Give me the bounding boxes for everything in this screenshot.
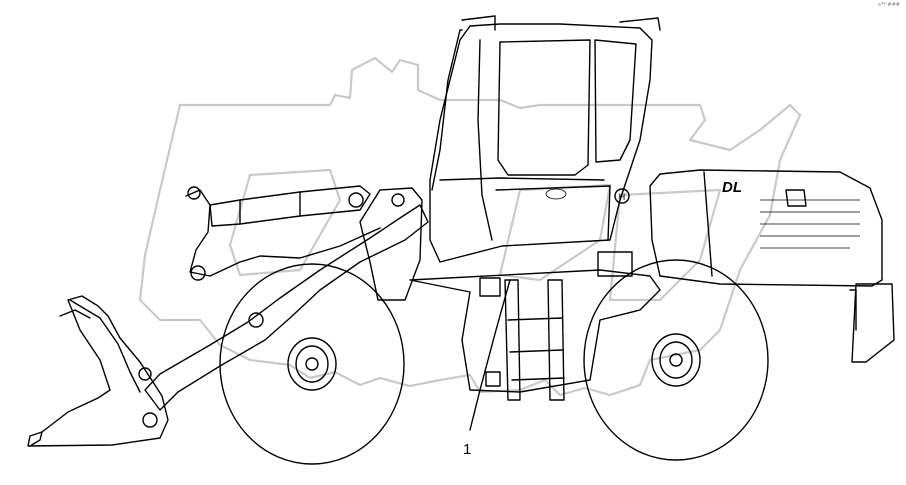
loader-line-drawing: H DL <box>27 15 895 465</box>
bucket <box>27 295 169 447</box>
callout-leader-line <box>469 279 511 431</box>
chassis <box>409 269 661 393</box>
rear-wheel <box>583 259 769 461</box>
callout-number: 1 <box>463 441 471 458</box>
tilt-cylinder <box>209 185 371 227</box>
front-wheel <box>219 263 405 465</box>
cab-door <box>497 39 591 176</box>
cab-emblem-text: H <box>619 192 626 202</box>
watermark-logo <box>138 56 802 397</box>
cab-rear-window <box>594 39 637 163</box>
tilt-link <box>185 189 381 277</box>
hood-grille <box>785 189 807 207</box>
counterweight <box>851 283 895 363</box>
corner-reference-code: s** ### <box>878 2 900 8</box>
arm-pin-bucket <box>142 412 158 428</box>
hood-badge: DL <box>722 179 742 196</box>
engine-hood <box>649 169 883 287</box>
arm-pin-link <box>138 367 152 381</box>
access-ladder <box>504 279 565 401</box>
cab <box>429 23 653 263</box>
arm-pin-mid <box>248 312 264 328</box>
cab-emblem <box>614 188 630 204</box>
front-frame <box>359 187 423 301</box>
